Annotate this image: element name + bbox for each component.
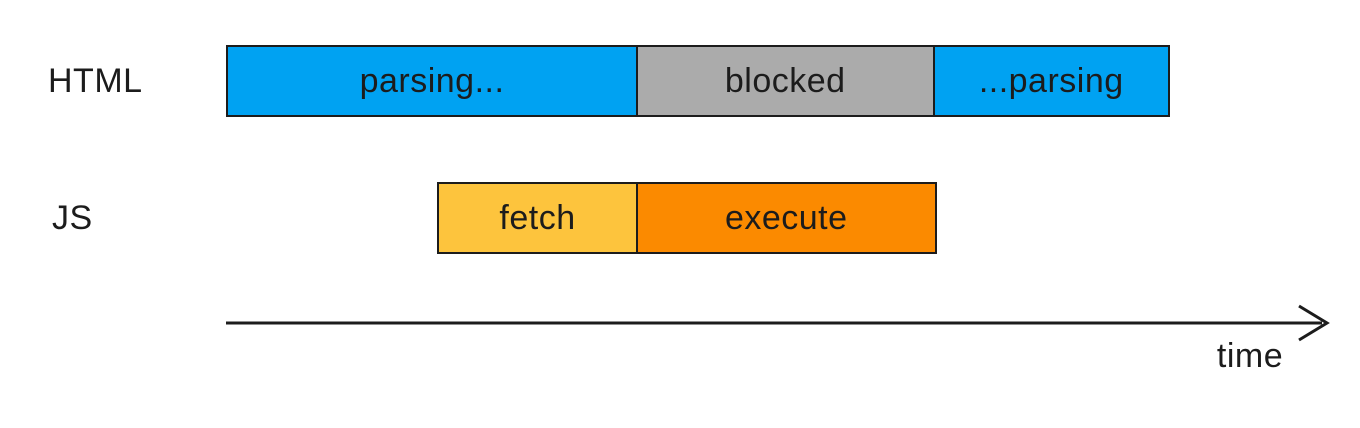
row-label-html: HTML [48, 61, 143, 100]
time-axis-arrow [226, 304, 1330, 342]
bar-html-parsing-resume: ...parsing [932, 45, 1170, 117]
bar-js-execute: execute [635, 182, 937, 254]
bar-html-parsing-start-label: parsing... [359, 61, 505, 100]
bar-html-blocked-label: blocked [724, 61, 846, 100]
bar-js-execute-label: execute [724, 198, 848, 237]
bar-js-fetch-label: fetch [499, 198, 576, 237]
bar-html-parsing-resume-label: ...parsing [978, 61, 1124, 100]
bar-js-fetch: fetch [437, 182, 638, 254]
row-label-js: JS [52, 198, 93, 237]
bar-html-parsing-start: parsing... [226, 45, 638, 117]
bar-html-blocked: blocked [635, 45, 935, 117]
time-axis-arrowhead-icon [1298, 304, 1330, 342]
time-axis-label: time [1216, 337, 1284, 375]
